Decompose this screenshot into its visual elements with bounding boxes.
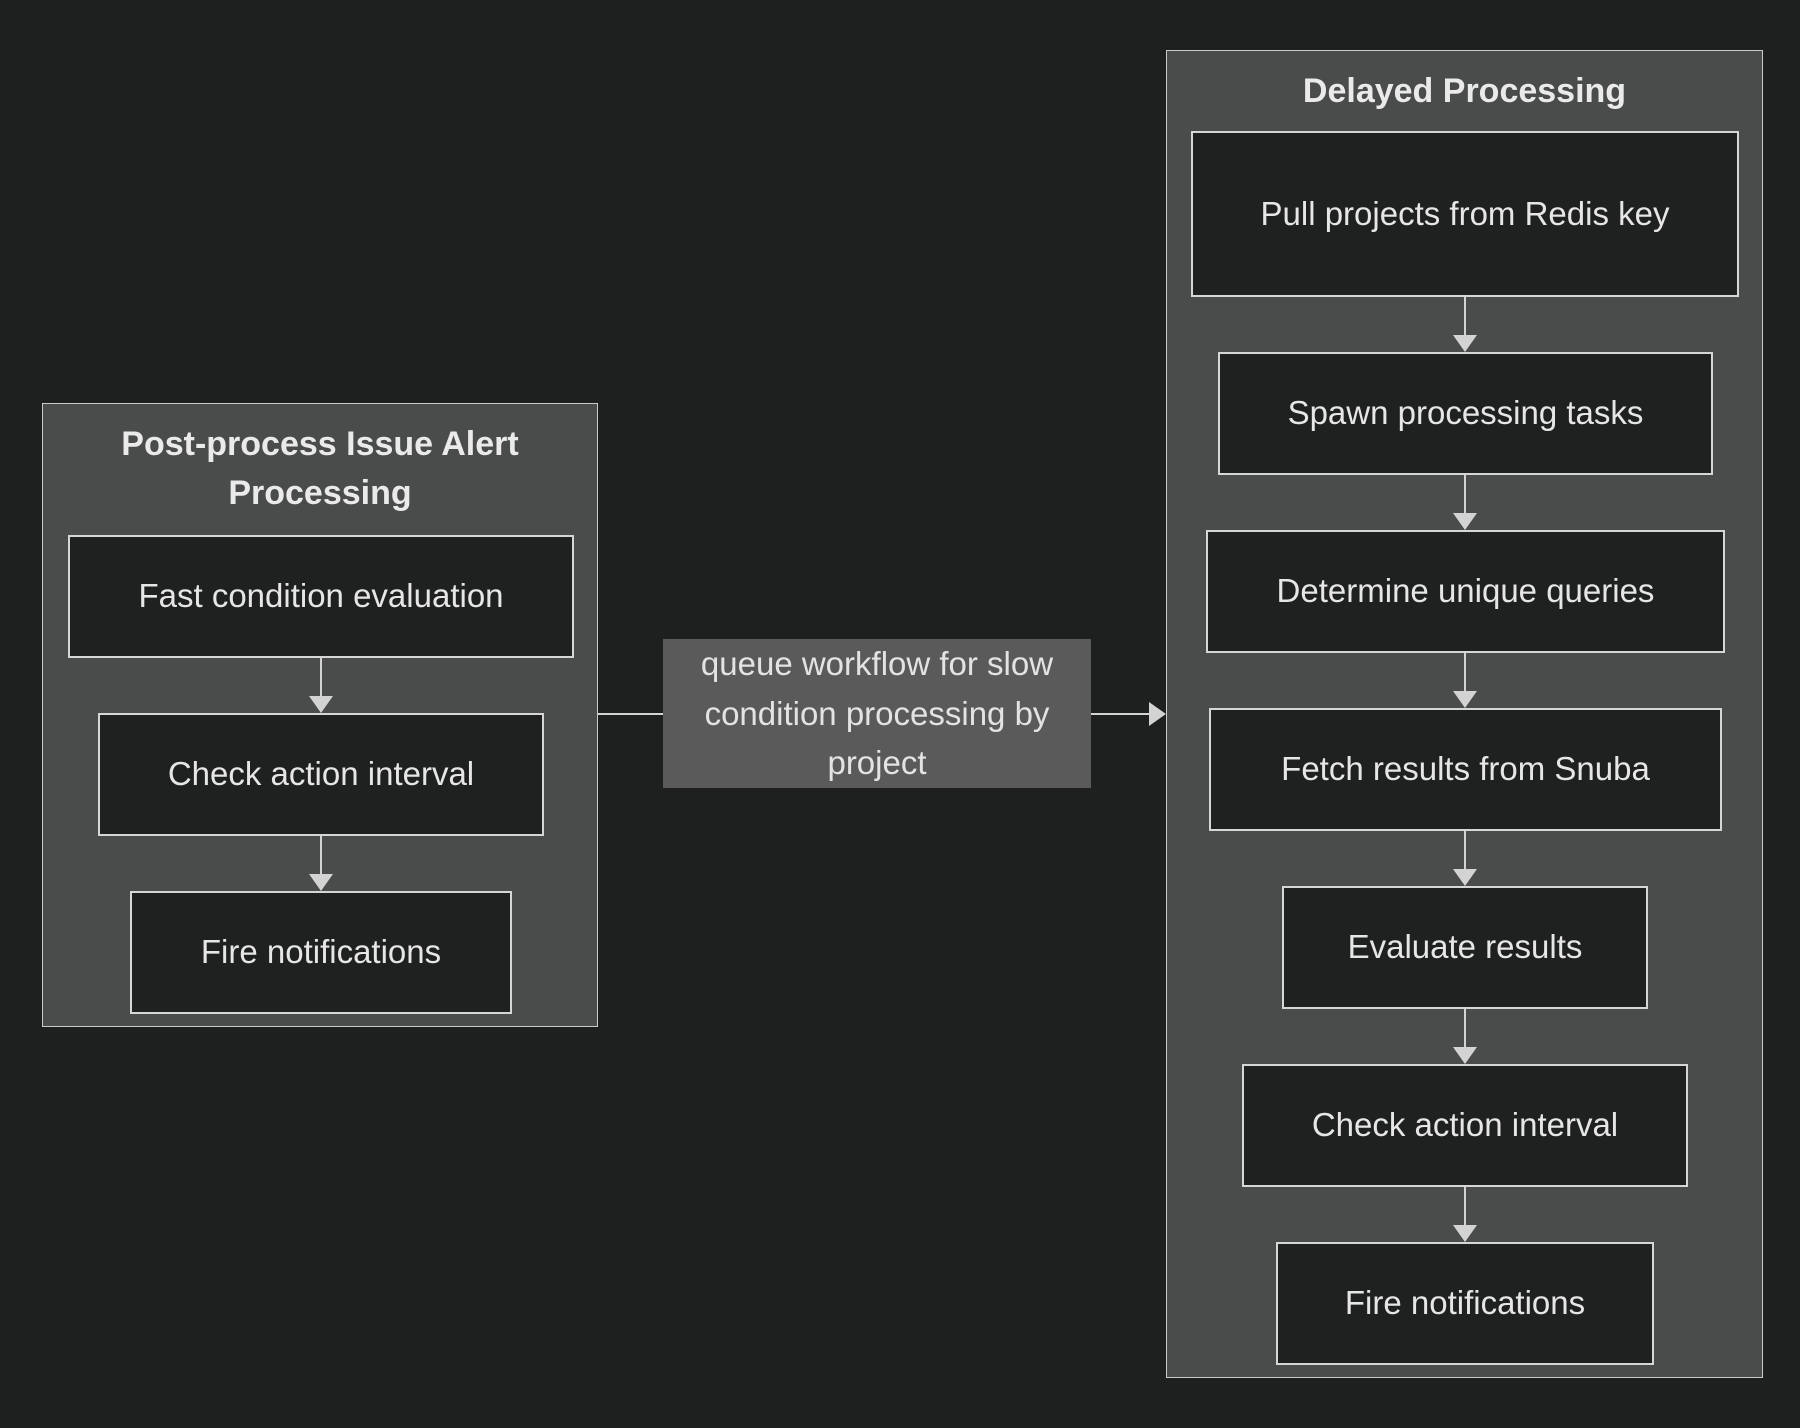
arrow-down-icon xyxy=(1453,653,1477,708)
arrow-down-icon xyxy=(1453,1187,1477,1242)
node-spawn-processing-tasks: Spawn processing tasks xyxy=(1218,352,1713,475)
edge-label-queue-workflow: queue workflow for slow condition proces… xyxy=(663,639,1091,788)
node-fire-notifications-right: Fire notifications xyxy=(1276,1242,1654,1365)
node-check-action-interval-right: Check action interval xyxy=(1242,1064,1688,1187)
cluster-title-post-process: Post-process Issue Alert Processing xyxy=(121,425,519,513)
node-pull-projects-from-redis-key: Pull projects from Redis key xyxy=(1191,131,1739,297)
node-fire-notifications-left: Fire notifications xyxy=(130,891,512,1014)
cluster-delayed-processing: Delayed Processing Pull projects from Re… xyxy=(1166,50,1763,1378)
arrow-down-icon xyxy=(1453,475,1477,530)
arrow-down-icon xyxy=(309,658,333,713)
arrow-right-icon xyxy=(1091,702,1166,726)
cluster-post-process-issue-alert: Post-process Issue Alert Processing Fast… xyxy=(42,403,598,1027)
arrow-down-icon xyxy=(1453,297,1477,352)
node-fetch-results-from-snuba: Fetch results from Snuba xyxy=(1209,708,1722,831)
node-determine-unique-queries: Determine unique queries xyxy=(1206,530,1725,653)
node-fast-condition-evaluation: Fast condition evaluation xyxy=(68,535,574,658)
arrow-down-icon xyxy=(309,836,333,891)
cluster-title-delayed-processing: Delayed Processing xyxy=(1302,72,1627,110)
arrow-down-icon xyxy=(1453,1009,1477,1064)
arrow-down-icon xyxy=(1453,831,1477,886)
node-check-action-interval-left: Check action interval xyxy=(98,713,544,836)
edge-line-left xyxy=(598,713,663,715)
node-evaluate-results: Evaluate results xyxy=(1282,886,1648,1009)
